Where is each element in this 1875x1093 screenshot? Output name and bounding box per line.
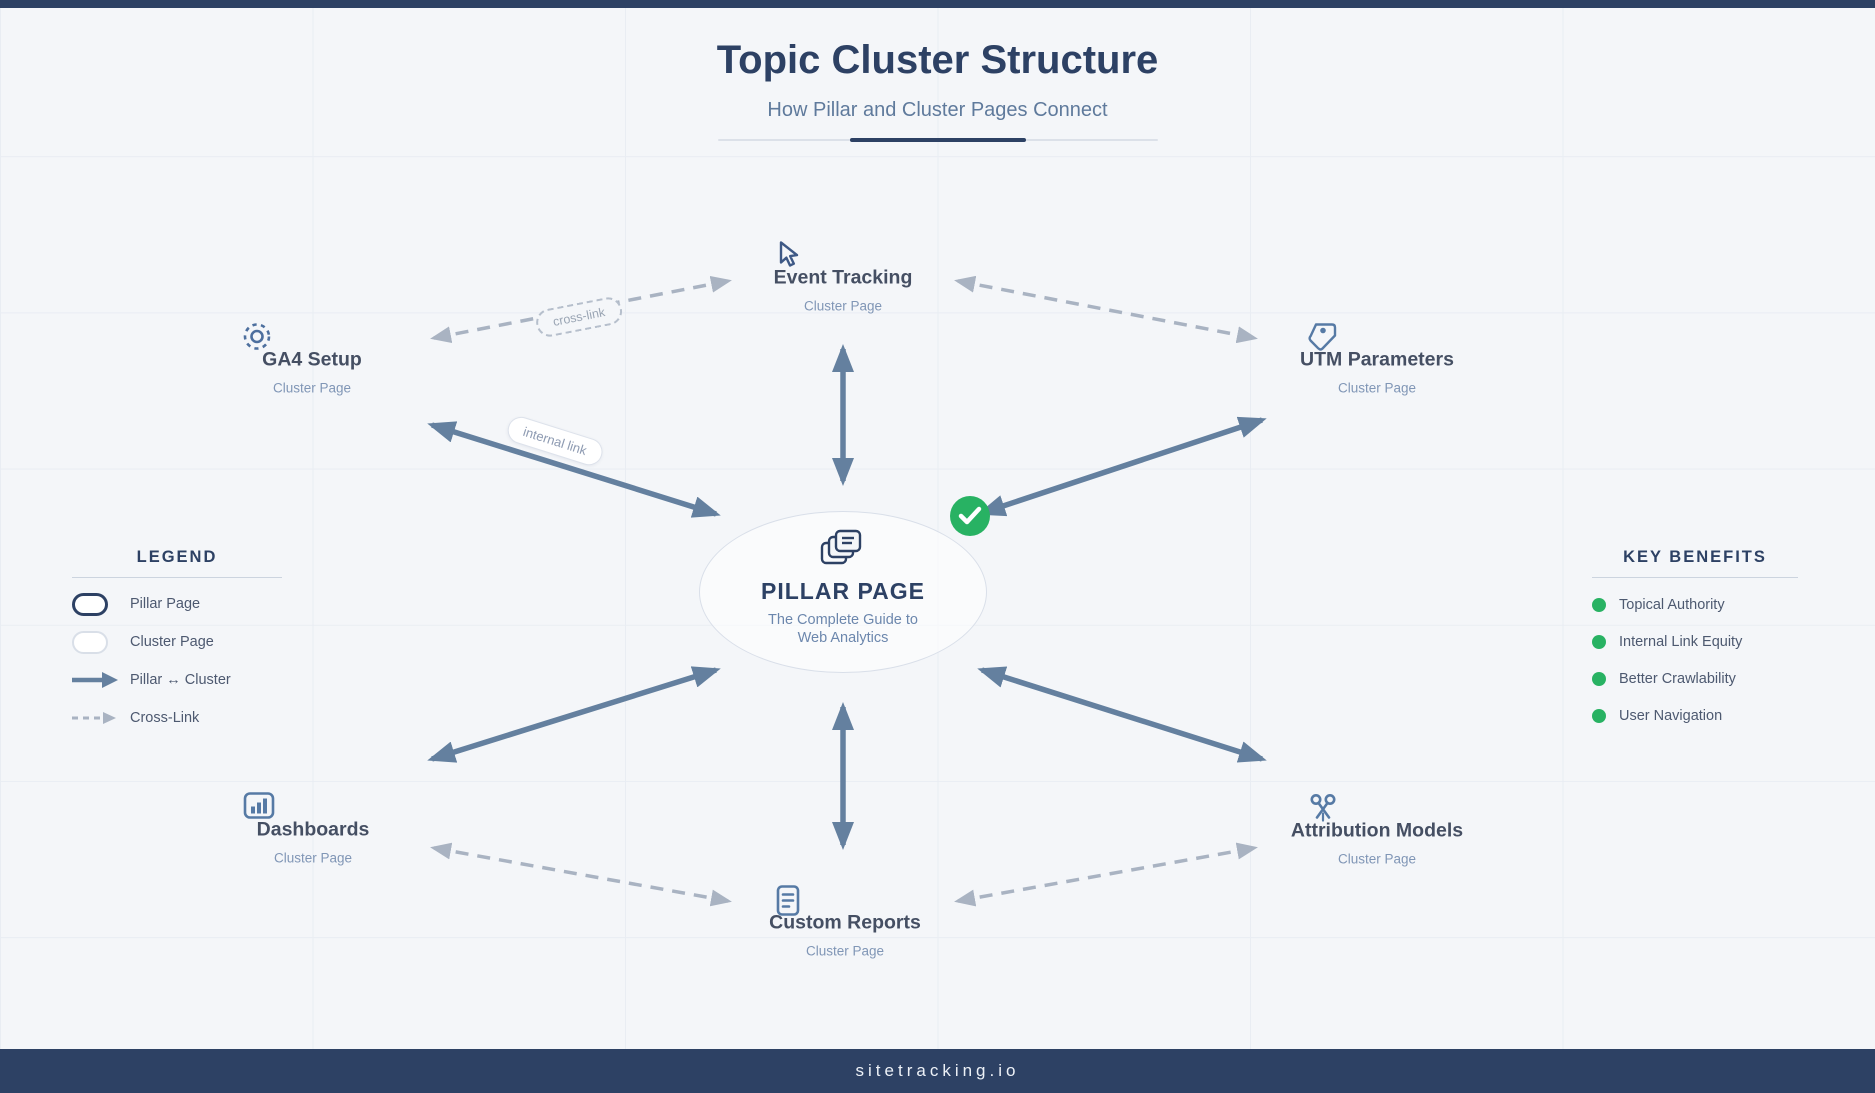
green-bullet-icon [1592, 671, 1606, 686]
legend-divider [72, 577, 282, 578]
page-subtitle: How Pillar and Cluster Pages Connect [767, 99, 1108, 121]
crosslink-ga4-event-tracking [430, 275, 732, 344]
benefit-better-crawlability: Better Crawlability [1592, 668, 1798, 689]
document-icon [774, 884, 806, 916]
node-type-label: Cluster Page [272, 380, 352, 396]
title-underline [717, 138, 1158, 142]
crosslink-dashboards-custom-reports [430, 842, 732, 907]
legend-title: LEGEND [136, 548, 218, 566]
crosslink-custom-reports-attribution [954, 842, 1258, 907]
gear-icon [241, 321, 273, 353]
key-benefits-divider [1592, 577, 1798, 578]
node-title: Dashboards [256, 818, 370, 841]
cluster-pill-swatch [72, 630, 118, 654]
crosslink-event-tracking-utm [954, 275, 1258, 344]
green-bullet-icon [1592, 634, 1606, 649]
node-type-label: Cluster Page [1337, 380, 1417, 396]
top-accent-bar [0, 0, 1875, 8]
solid-arrow-swatch [72, 672, 118, 688]
dashed-arrow-swatch [72, 710, 118, 726]
tag-icon [1306, 321, 1338, 353]
benefit-topical-authority: Topical Authority [1592, 594, 1798, 615]
checkmark-icon [950, 496, 990, 536]
node-title: Custom Reports [769, 911, 921, 934]
node-type-label: Cluster Page [1337, 851, 1417, 867]
connector-pillar-utm-parameters [977, 416, 1267, 517]
node-event-tracking: Event Tracking Cluster Page [703, 241, 983, 315]
node-custom-reports: Custom Reports Cluster Page [705, 885, 985, 960]
node-title: Attribution Models [1290, 819, 1464, 842]
green-bullet-icon [1592, 708, 1606, 723]
node-type-label: Cluster Page [805, 943, 885, 959]
node-ga4-setup: GA4 Setup Cluster Page [172, 323, 452, 397]
node-title: GA4 Setup [262, 348, 362, 371]
node-title: UTM Parameters [1300, 348, 1454, 371]
cursor-click-icon [772, 239, 804, 271]
connector-pillar-attribution-models [977, 666, 1267, 763]
legend-panel: LEGEND Pillar Page Cluster Page Pillar ↔… [72, 548, 282, 730]
footer-bar: sitetracking.io [0, 1049, 1875, 1093]
connector-pillar-ga4-setup [427, 421, 721, 518]
pillar-pill-swatch [72, 592, 118, 616]
legend-item-cluster-page: Cluster Page [72, 630, 282, 654]
pillar-subtitle: The Complete Guide to Web Analytics [768, 612, 918, 646]
node-type-label: Cluster Page [273, 850, 353, 866]
node-title: Event Tracking [773, 266, 913, 289]
green-bullet-icon [1592, 597, 1606, 612]
node-dashboards: Dashboards Cluster Page [173, 792, 453, 867]
bar-chart-icon [242, 791, 275, 823]
legend-item-pillar-page: Pillar Page [72, 592, 282, 616]
node-pillar-page: PILLAR PAGE The Complete Guide to Web An… [699, 511, 987, 673]
key-benefits-title: KEY BENEFITS [1623, 548, 1767, 566]
legend-item-cross-link: Cross-Link [72, 706, 282, 730]
key-benefits-panel: KEY BENEFITS Topical Authority Internal … [1592, 548, 1798, 726]
brand-name: sitetracking.io [855, 1061, 1020, 1080]
split-paths-icon [1306, 792, 1338, 824]
node-attribution-models: Attribution Models Cluster Page [1237, 794, 1517, 868]
stacked-pages-icon [819, 528, 867, 575]
connector-pillar-dashboards [427, 666, 721, 763]
benefit-user-navigation: User Navigation [1592, 705, 1798, 726]
pillar-title: PILLAR PAGE [761, 578, 925, 604]
node-type-label: Cluster Page [803, 298, 883, 314]
header: Topic Cluster Structure How Pillar and C… [0, 36, 1875, 142]
page-title: Topic Cluster Structure [716, 38, 1159, 82]
node-utm-parameters: UTM Parameters Cluster Page [1237, 323, 1517, 397]
benefit-internal-link-equity: Internal Link Equity [1592, 631, 1798, 652]
legend-item-pillar-cluster-link: Pillar ↔ Cluster [72, 668, 282, 692]
